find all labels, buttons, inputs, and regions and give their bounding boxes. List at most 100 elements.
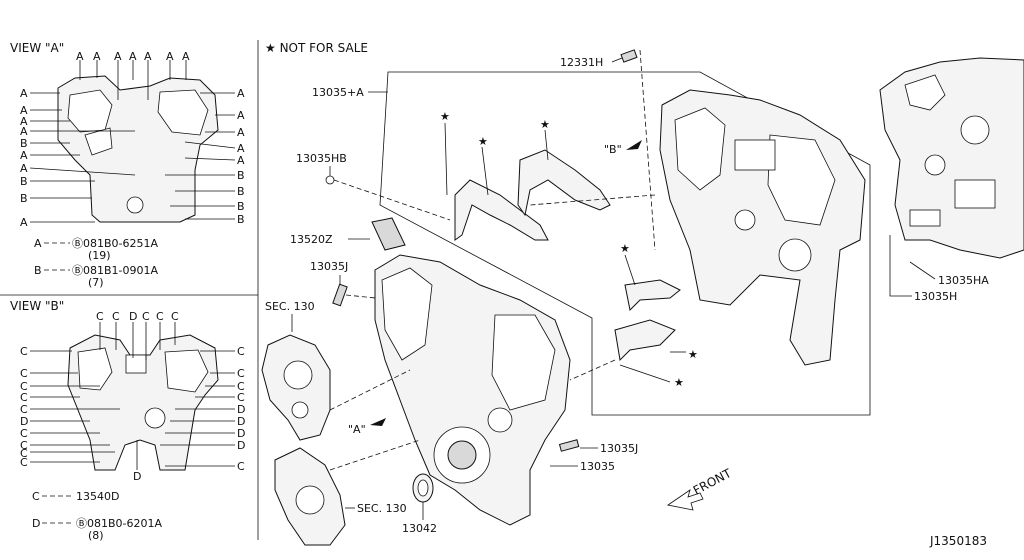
svg-text:B: B [20, 137, 28, 150]
svg-text:C: C [237, 367, 245, 380]
svg-text:C: C [20, 403, 28, 416]
svg-text:(19): (19) [88, 249, 111, 262]
label-12331H: 12331H [560, 56, 603, 69]
svg-text:C: C [20, 345, 28, 358]
svg-text:C: C [112, 310, 120, 323]
view-b-callouts [30, 322, 235, 470]
engine-block [879, 57, 1024, 259]
svg-text:A: A [237, 142, 245, 155]
svg-text:D: D [133, 470, 141, 483]
svg-text:C: C [20, 456, 28, 469]
svg-text:Ⓑ081B0-6251A: Ⓑ081B0-6251A [72, 237, 159, 250]
svg-text:C: C [142, 310, 150, 323]
svg-text:C: C [96, 310, 104, 323]
svg-text:D: D [237, 415, 245, 428]
view-b-arrow-icon [626, 140, 642, 150]
rear-group-leaders [444, 122, 686, 383]
svg-text:A: A [237, 126, 245, 139]
svg-text:C: C [32, 490, 40, 503]
lower-sec130-assembly [274, 447, 346, 546]
label-sec130-bottom: SEC. 130 [357, 502, 407, 515]
svg-text:C: C [20, 427, 28, 440]
svg-text:D: D [237, 439, 245, 452]
svg-text:★: ★ [440, 110, 450, 123]
gasket-13520Z [371, 217, 406, 251]
dowel-13035J-bottom [558, 439, 580, 452]
svg-text:B: B [34, 264, 42, 277]
label-13035J-bottom: 13035J [600, 442, 638, 455]
svg-text:A: A [20, 104, 28, 117]
view-a-arrow-icon [370, 418, 386, 426]
svg-text:Ⓑ081B1-0901A: Ⓑ081B1-0901A [72, 264, 159, 277]
svg-text:C: C [237, 391, 245, 404]
svg-text:D: D [129, 310, 137, 323]
svg-text:C: C [171, 310, 179, 323]
label-13520Z: 13520Z [290, 233, 333, 246]
view-b-letter-labels: C C D C C C C C C C C D C C C C C C C C … [20, 310, 245, 483]
front-timing-cover-13035 [374, 254, 571, 526]
svg-text:A: A [144, 50, 152, 63]
water-pump-assembly [261, 334, 331, 441]
svg-text:A: A [237, 87, 245, 100]
oil-seal-13042 [412, 473, 434, 503]
svg-text:A: A [237, 154, 245, 167]
svg-text:★: ★ [540, 118, 550, 131]
svg-text:A: A [182, 50, 190, 63]
svg-text:A: A [34, 237, 42, 250]
svg-text:A: A [129, 50, 137, 63]
svg-text:B: B [20, 175, 28, 188]
label-13035A: 13035+A [312, 86, 364, 99]
dowel-13035J-top [332, 283, 348, 307]
svg-text:A: A [166, 50, 174, 63]
svg-text:A: A [93, 50, 101, 63]
view-a-arrow-label: "A" [348, 423, 366, 436]
not-for-sale-note: ★ NOT FOR SALE [265, 41, 368, 55]
label-13042: 13042 [402, 522, 437, 535]
rear-cover-group-frame [379, 71, 871, 416]
not-for-sale-star-markers: ★ ★ ★ ★ ★ ★ [440, 110, 698, 389]
svg-text:D: D [20, 415, 28, 428]
view-a-legend: A Ⓑ081B0-6251A (19) B Ⓑ081B1-0901A (7) [34, 237, 159, 289]
view-b-legend: C 13540D D Ⓑ081B0-6201A (8) [32, 490, 163, 542]
svg-text:A: A [237, 109, 245, 122]
view-a-title: VIEW "A" [10, 41, 64, 55]
svg-text:★: ★ [478, 135, 488, 148]
assembly-dashed-lines [329, 194, 656, 471]
svg-text:D: D [237, 403, 245, 416]
svg-text:13540D: 13540D [76, 490, 119, 503]
svg-text:C: C [20, 439, 28, 452]
svg-text:C: C [20, 380, 28, 393]
front-label: FRONT [691, 466, 734, 498]
plug-13035HB [325, 175, 335, 185]
svg-text:B: B [237, 169, 245, 182]
view-b-cover-outline [67, 334, 219, 471]
label-13035J-top: 13035J [310, 260, 348, 273]
label-13035H: 13035H [914, 290, 957, 303]
svg-text:★: ★ [674, 376, 684, 389]
view-a-callouts [29, 60, 236, 223]
svg-text:(7): (7) [88, 276, 104, 289]
svg-text:(8): (8) [88, 529, 104, 542]
svg-text:D: D [32, 517, 40, 530]
svg-text:A: A [20, 149, 28, 162]
svg-text:A: A [76, 50, 84, 63]
view-a-letter-labels: A A A A A A A A A A A B A A B B A A A A … [20, 50, 245, 229]
svg-text:C: C [20, 447, 28, 460]
rear-cover-gaskets [454, 149, 681, 362]
svg-text:A: A [20, 87, 28, 100]
diagram-code: J1350183 [929, 534, 987, 548]
view-b-title: VIEW "B" [10, 299, 64, 313]
dowel-pin-12331H [611, 49, 656, 251]
svg-text:C: C [20, 391, 28, 404]
label-13035HA: 13035HA [938, 274, 989, 287]
svg-text:★: ★ [620, 242, 630, 255]
svg-text:B: B [237, 200, 245, 213]
rear-timing-cover [659, 89, 866, 366]
svg-text:C: C [237, 345, 245, 358]
svg-text:A: A [20, 125, 28, 138]
svg-text:A: A [20, 162, 28, 175]
svg-text:A: A [20, 115, 28, 128]
svg-text:C: C [156, 310, 164, 323]
front-direction-arrow: FRONT [666, 466, 734, 511]
